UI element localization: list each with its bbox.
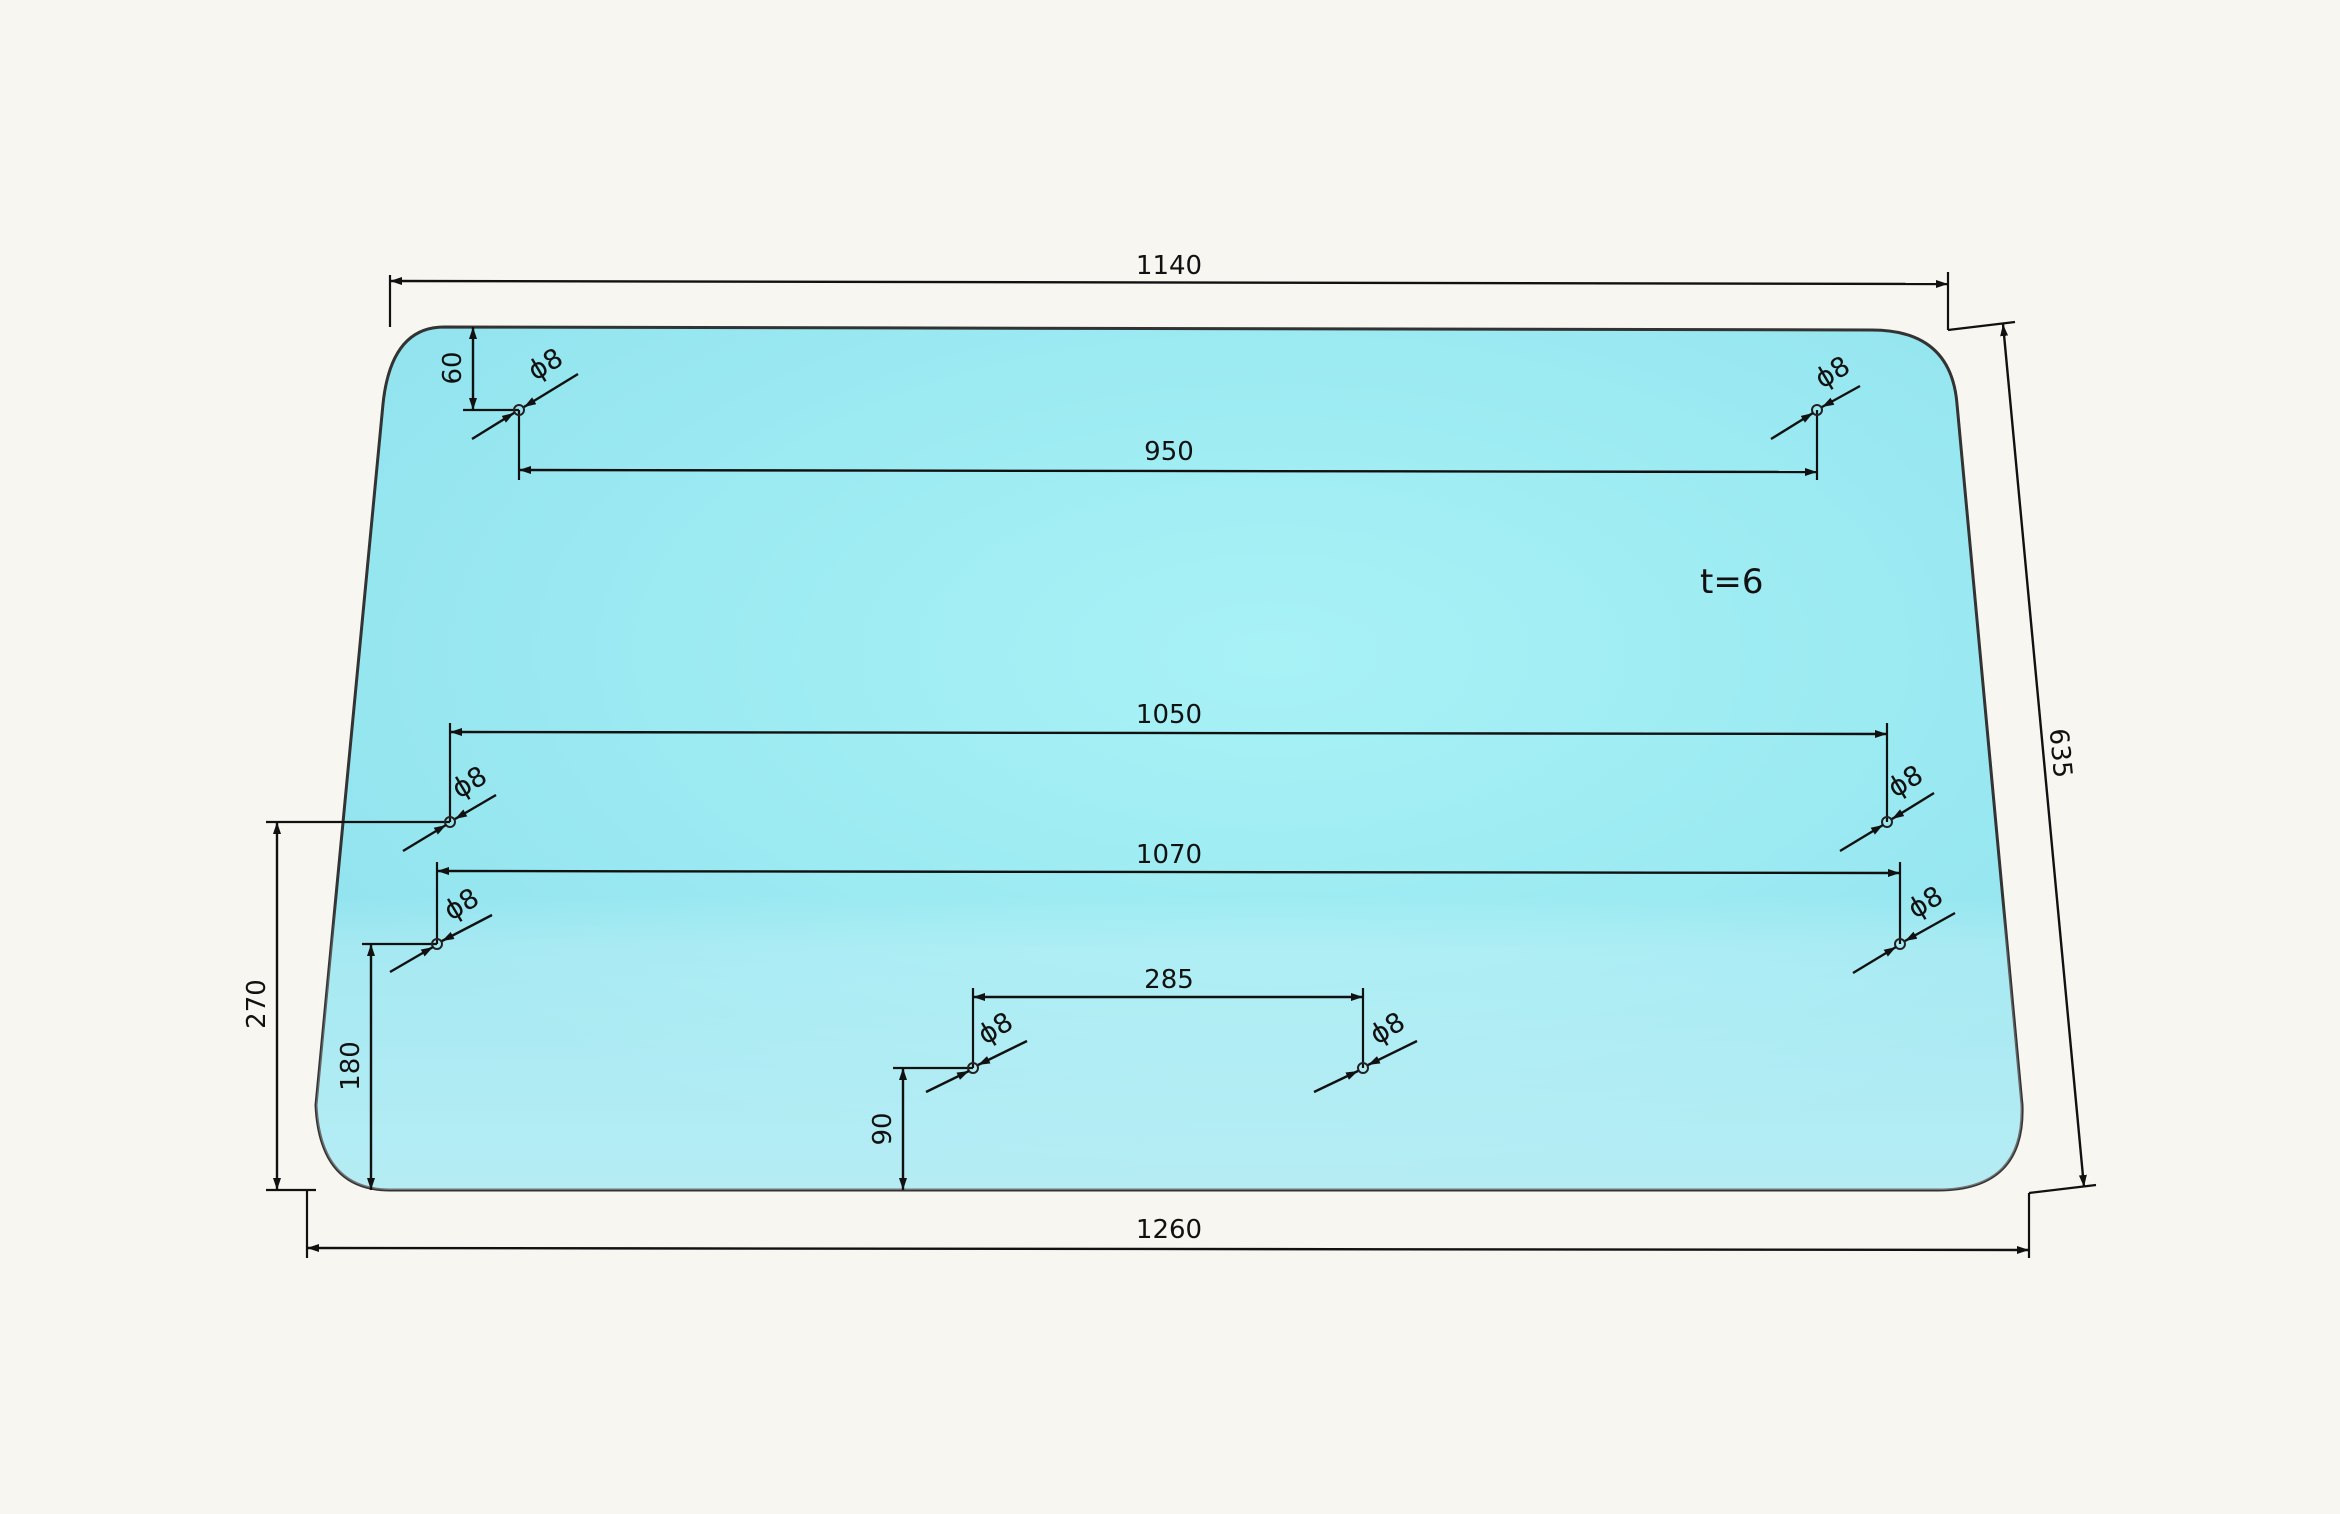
top-holes-spacing-label: 950 <box>1144 437 1194 467</box>
bottom-width-dimension: 1260 <box>305 1190 2031 1258</box>
upper-row-spacing-dimension: 1050 <box>448 700 1889 822</box>
middle-row-spacing-dimension: 1070 <box>435 840 1902 944</box>
bottom-holes-height-dimension: 90 <box>868 1066 973 1190</box>
bottom-holes-spacing-dimension: 285 <box>971 965 1365 1068</box>
top-holes-spacing-dimension: 950 <box>517 410 1819 480</box>
side-length-label: 635 <box>2043 727 2078 779</box>
side-length-dimension: 635 <box>1947 320 2097 1195</box>
bottom-holes-height-label: 90 <box>868 1112 898 1145</box>
upper-row-height-dimension: 270 <box>242 820 450 1192</box>
mounting-hole <box>513 404 525 416</box>
mounting-hole <box>1357 1062 1369 1074</box>
bottom-width-label: 1260 <box>1136 1215 1202 1245</box>
mounting-hole <box>1881 816 1893 828</box>
middle-row-height-dimension: 180 <box>336 942 437 1190</box>
top-width-dimension: 1140 <box>388 251 1950 330</box>
top-width-label: 1140 <box>1136 251 1202 281</box>
bottom-holes-spacing-label: 285 <box>1144 965 1194 995</box>
middle-row-height-label: 180 <box>336 1041 366 1091</box>
upper-row-spacing-label: 1050 <box>1136 700 1202 730</box>
glass-outline <box>314 325 2024 1192</box>
top-hole-offset-label: 60 <box>438 351 468 384</box>
thickness-label: t=6 <box>1700 562 1763 602</box>
mounting-hole <box>1811 404 1823 416</box>
upper-row-height-label: 270 <box>242 979 272 1029</box>
middle-row-spacing-label: 1070 <box>1136 840 1202 870</box>
mounting-hole <box>431 938 443 950</box>
mounting-hole <box>444 816 456 828</box>
mounting-hole <box>1894 938 1906 950</box>
mounting-hole <box>967 1062 979 1074</box>
top-hole-offset-dimension: 60 <box>438 327 519 412</box>
